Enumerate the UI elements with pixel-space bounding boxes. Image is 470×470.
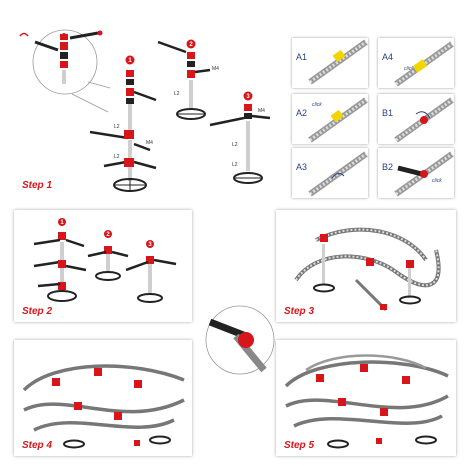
- zoom-detail: [19, 30, 103, 84]
- mini-panel-a4: A4 click: [378, 38, 454, 88]
- svg-text:L2: L2: [232, 142, 238, 148]
- step2-panel: 1 2 3: [14, 210, 192, 322]
- tower-3: 3 M4 L2 L2: [209, 91, 271, 184]
- step4-illustration: [22, 364, 185, 449]
- step5-label: Step 5: [284, 440, 315, 451]
- svg-text:L2: L2: [174, 91, 180, 97]
- step3-label: Step 3: [284, 306, 315, 317]
- svg-text:M4: M4: [146, 140, 153, 146]
- mini-panel-a2: A2 click: [292, 94, 368, 144]
- track-connector-icon: [394, 97, 454, 143]
- step1-illustration: 1 L2 M4 L2 2: [19, 29, 271, 192]
- svg-text:3: 3: [148, 242, 152, 248]
- mini-panel-a1: A1: [292, 38, 368, 88]
- step2-label: Step 2: [22, 306, 53, 317]
- step1-label: Step 1: [22, 180, 53, 191]
- track-clip-icon: [394, 41, 454, 87]
- svg-text:1: 1: [60, 220, 64, 226]
- track-clip-icon: [308, 151, 368, 197]
- step3-panel: Step 3: [276, 210, 456, 322]
- tower-1: 1: [33, 218, 87, 302]
- step5-illustration: [284, 354, 449, 449]
- svg-text:2: 2: [189, 42, 193, 48]
- tower-2: 2: [87, 230, 129, 281]
- mini-panel-b1: B1: [378, 94, 454, 144]
- tower-3: 3: [125, 240, 177, 303]
- tower-1: 1 L2 M4 L2: [89, 55, 157, 192]
- step4-label: Step 4: [22, 440, 53, 451]
- svg-text:L2: L2: [232, 162, 238, 168]
- step5-panel: Step 5: [276, 340, 456, 456]
- svg-text:2: 2: [106, 232, 110, 238]
- svg-text:L2: L2: [114, 124, 120, 130]
- svg-text:L2: L2: [114, 154, 120, 160]
- step3-illustration: [294, 227, 441, 312]
- svg-text:M4: M4: [258, 108, 265, 114]
- step4-panel: Step 4: [14, 340, 192, 456]
- step2-illustration: 1 2 3: [33, 218, 177, 303]
- mini-panel-a3: A3: [292, 148, 368, 198]
- svg-text:1: 1: [128, 58, 132, 64]
- track-clip-icon: [308, 39, 368, 85]
- track-clip-icon: [308, 97, 368, 143]
- zoom-circle: [205, 305, 275, 375]
- svg-text:3: 3: [246, 94, 250, 100]
- step1-area: 1 L2 M4 L2 2: [0, 0, 285, 200]
- mini-panel-b2: B2 click: [378, 148, 454, 198]
- step3-zoom-callout: [200, 300, 280, 380]
- track-connector-icon: [394, 151, 454, 197]
- tower-2: 2 M4 L2: [157, 39, 219, 120]
- svg-text:M4: M4: [212, 66, 219, 72]
